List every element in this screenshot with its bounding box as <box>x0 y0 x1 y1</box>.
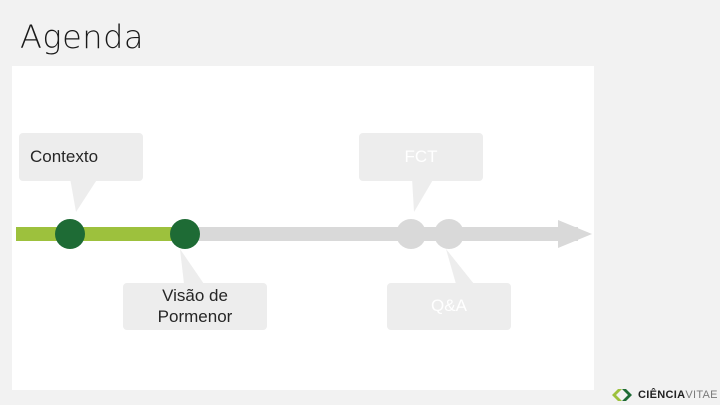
callout-tail-contexto <box>70 178 98 212</box>
callout-tail-visao <box>180 249 204 284</box>
callout-tail-qa <box>446 249 474 284</box>
agenda-item-label: Visão de Pormenor <box>157 286 233 326</box>
agenda-item-visao-pormenor[interactable]: Visão de Pormenor <box>123 283 267 330</box>
milestone-dot-contexto[interactable] <box>55 219 85 249</box>
milestone-dot-visao-pormenor[interactable] <box>170 219 200 249</box>
milestone-dot-fct[interactable] <box>396 219 426 249</box>
agenda-item-contexto[interactable]: Contexto <box>19 133 143 181</box>
slide-title: Agenda <box>20 18 144 56</box>
agenda-item-fct[interactable]: FCT <box>359 133 483 181</box>
timeline-arrow-head <box>558 220 592 248</box>
agenda-item-qa[interactable]: Q&A <box>387 283 511 330</box>
agenda-item-label: FCT <box>404 146 438 166</box>
ciencia-vitae-logo: CIÊNCIAVITAE <box>612 385 718 405</box>
logo-brand-text: CIÊNCIA <box>638 389 686 401</box>
logo-suffix-text: VITAE <box>685 389 718 401</box>
agenda-item-label: Q&A <box>431 296 467 316</box>
callout-tail-fct <box>412 178 434 212</box>
chevron-mark-icon <box>612 389 632 401</box>
agenda-item-label: Contexto <box>30 146 99 166</box>
timeline-progress <box>16 227 186 241</box>
milestone-dot-qa[interactable] <box>434 219 464 249</box>
